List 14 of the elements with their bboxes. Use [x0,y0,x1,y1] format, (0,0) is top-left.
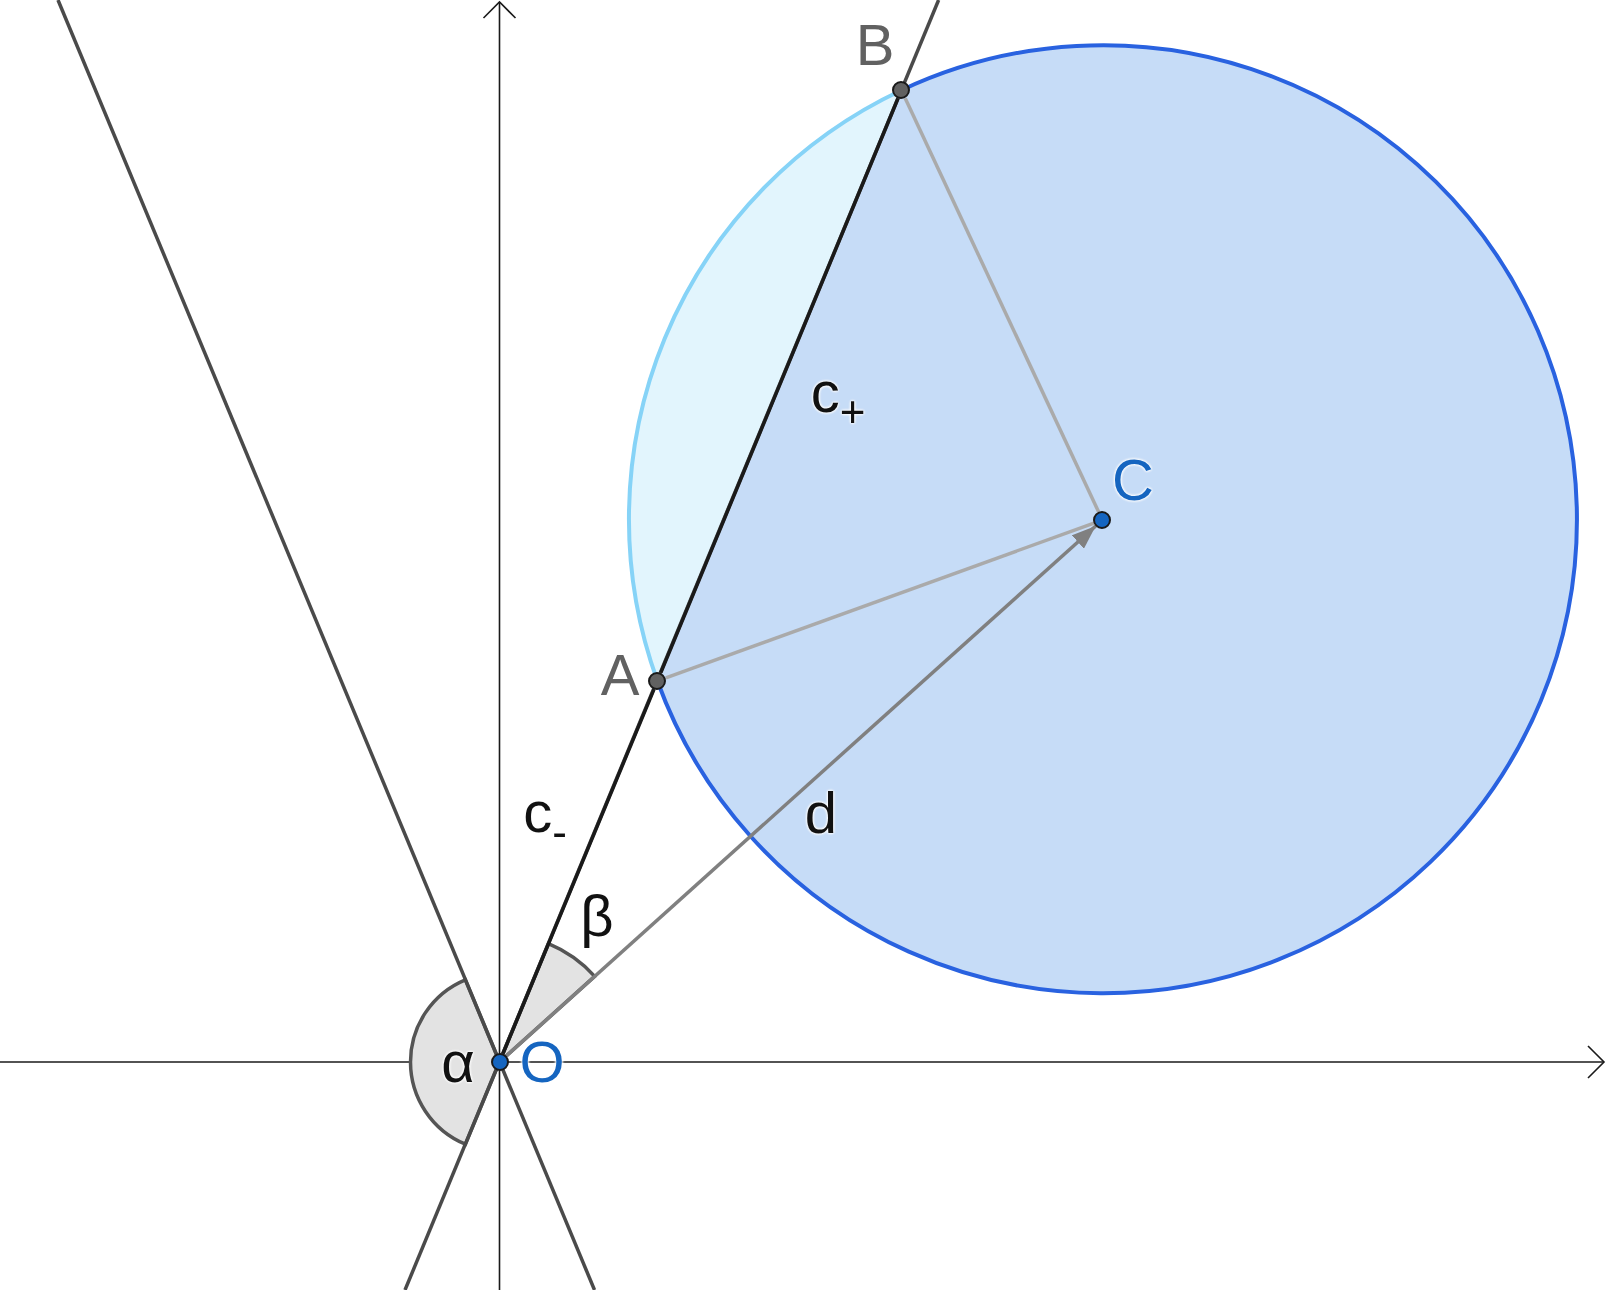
line-segment [903,97,1101,513]
edge-label: d [804,784,838,842]
point [648,672,667,690]
point [892,81,911,100]
angle-label: α [441,1033,475,1091]
point-label: A [600,646,640,704]
arrow [505,524,1097,1058]
edge-label: c$_{-}$ [523,783,567,841]
point-label: B [855,16,895,74]
line-segment [659,97,900,674]
line-segment [501,688,656,1055]
edge-label: c$_{+}$ [810,363,866,421]
line-segment [665,521,1095,680]
point-label: C [1112,451,1154,509]
